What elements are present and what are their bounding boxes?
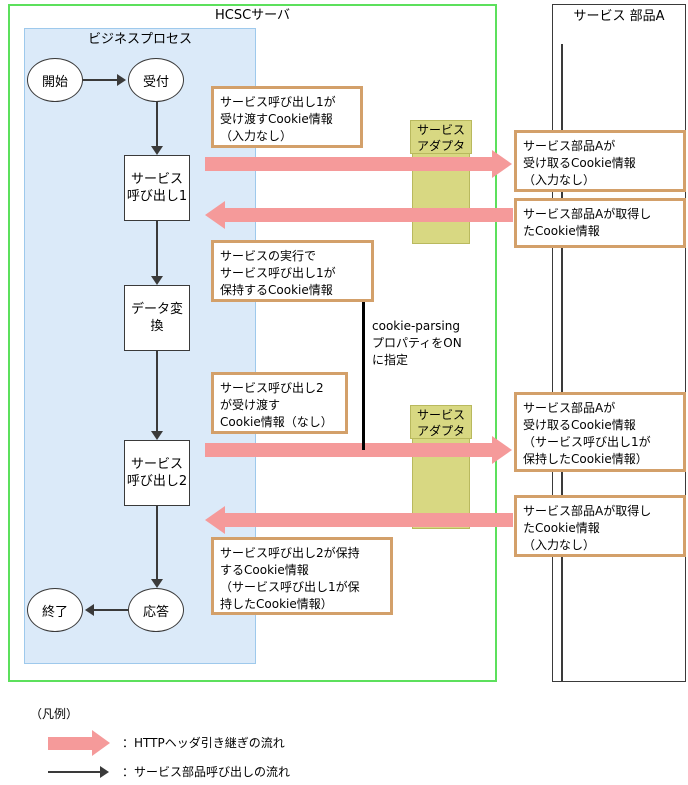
- flow-node-start: 開始: [27, 58, 83, 102]
- note-call1-hold: サービスの実行で サービス呼び出し1が 保持するCookie情報: [211, 240, 374, 302]
- note-part-a-receive-1: サービス部品Aが 受け取るCookie情報 （入力なし）: [514, 130, 686, 192]
- arrow-down-icon: [151, 146, 163, 155]
- http-arrow-3-shaft: [205, 443, 492, 457]
- note-part-a-receive-2: サービス部品Aが 受け取るCookie情報 （サービス呼び出し1が 保持したCo…: [514, 392, 686, 472]
- arrow-down-icon: [151, 276, 163, 285]
- http-arrow-1-head: [492, 150, 512, 178]
- service-adapter-2-body: [412, 425, 470, 529]
- service-adapter-1-body: [412, 140, 470, 244]
- flow-node-end: 終了: [27, 588, 83, 632]
- http-arrow-2-head: [205, 201, 225, 229]
- connector-accept-to-call1: [156, 102, 158, 146]
- legend-http-flow-label: ：HTTPヘッダ引き継ぎの流れ: [122, 736, 285, 750]
- flow-node-accept: 受付: [128, 58, 184, 102]
- http-arrow-4-shaft: [225, 513, 513, 527]
- legend-http-arrow-icon: [48, 730, 110, 756]
- flow-node-service-call-1: サービス 呼び出し1: [124, 155, 190, 221]
- note-call2-send: サービス呼び出し2 が受け渡す Cookie情報（なし）: [211, 372, 348, 434]
- http-arrow-3-head: [492, 436, 512, 464]
- service-part-a-title: サービス 部品A: [573, 9, 665, 24]
- legend-http-flow-row: ：HTTPヘッダ引き継ぎの流れ: [48, 730, 285, 756]
- note-part-a-obtained-1: サービス部品Aが取得し たCookie情報: [514, 198, 686, 248]
- service-adapter-2-label: サービス アダプタ: [410, 405, 472, 439]
- legend-call-arrow-icon: [48, 766, 110, 778]
- connector-call2-to-response: [156, 506, 158, 579]
- legend-service-call-flow-row: ：サービス部品呼び出しの流れ: [48, 765, 290, 779]
- arrow-down-icon: [151, 579, 163, 588]
- service-part-a-container: [552, 4, 686, 682]
- arrow-right-icon: [117, 74, 126, 86]
- note-call1-send: サービス呼び出し1が 受け渡すCookie情報 （入力なし）: [211, 86, 363, 148]
- flow-node-response: 応答: [128, 588, 184, 632]
- legend-title: （凡例）: [30, 707, 79, 721]
- business-process-title: ビジネスプロセス: [87, 32, 192, 47]
- http-arrow-4-head: [205, 506, 225, 534]
- legend-service-call-flow-label: ：サービス部品呼び出しの流れ: [122, 765, 291, 779]
- connector-response-to-end: [94, 609, 128, 611]
- note-call2-hold: サービス呼び出し2が保持 するCookie情報 （サービス呼び出し1が保 持した…: [211, 537, 393, 615]
- cookie-parsing-annotation: cookie-parsing プロパティをON に指定: [372, 319, 462, 367]
- arrow-down-icon: [151, 431, 163, 440]
- cookie-parsing-connector: [362, 292, 365, 450]
- service-adapter-1-label: サービス アダプタ: [410, 120, 472, 154]
- note-part-a-obtained-2: サービス部品Aが取得し たCookie情報 （入力なし）: [514, 495, 686, 557]
- service-part-a-lifeline: [561, 44, 563, 682]
- arrow-left-icon: [85, 604, 94, 616]
- http-arrow-2-shaft: [225, 208, 513, 222]
- http-arrow-1-shaft: [205, 157, 492, 171]
- connector-start-to-accept: [83, 79, 117, 81]
- flow-node-service-call-2: サービス 呼び出し2: [124, 440, 190, 506]
- connector-convert-to-call2: [156, 351, 158, 431]
- flow-node-data-convert: データ変換: [124, 285, 190, 351]
- hcsc-server-title: HCSCサーバ: [214, 8, 291, 23]
- connector-call1-to-convert: [156, 221, 158, 276]
